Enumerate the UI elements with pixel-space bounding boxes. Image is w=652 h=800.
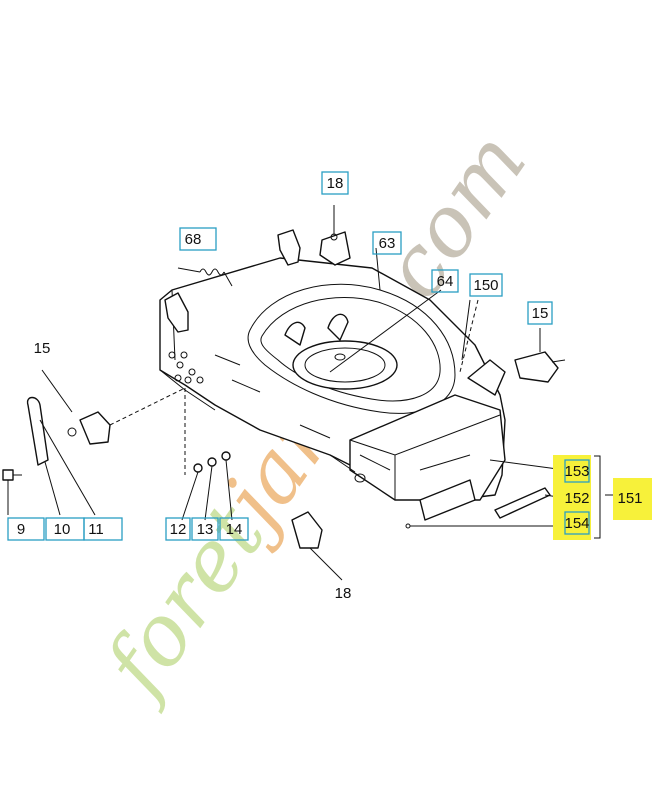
highlight-group-152-154 — [553, 455, 591, 540]
part-18-bottom-bracket — [291, 511, 343, 581]
part-15-left-bracket — [67, 387, 186, 445]
label-11: 11 — [88, 521, 104, 538]
label-18-bottom: 18 — [335, 585, 352, 602]
parts-12-13-14-fasteners — [181, 388, 233, 521]
group-bracket-151 — [594, 455, 601, 539]
part-9-bolt — [2, 469, 22, 515]
part-68-spring — [177, 267, 233, 287]
label-box-150 — [469, 273, 503, 297]
label-15-right: 15 — [532, 305, 549, 322]
part-15-right-bracket — [514, 328, 566, 383]
label-151: 151 — [617, 490, 642, 507]
parts-152-153-154-flap — [405, 459, 566, 529]
part-18-top-bracket — [319, 205, 351, 266]
label-64: 64 — [437, 273, 454, 290]
label-box-11 — [83, 517, 123, 541]
label-box-154 — [564, 511, 590, 535]
label-box-15-right — [527, 301, 553, 325]
label-9: 9 — [17, 521, 25, 538]
part-10-11-wheel-arm — [26, 396, 96, 516]
label-152: 152 — [564, 490, 589, 507]
label-box-64 — [431, 269, 459, 293]
highlight-151 — [613, 478, 652, 520]
label-10: 10 — [54, 521, 71, 538]
label-box-68 — [179, 227, 217, 251]
label-box-63 — [372, 231, 402, 255]
leader-lines — [41, 247, 615, 496]
label-box-18-top — [321, 171, 349, 195]
part-150-height-plate — [459, 299, 506, 396]
label-box-9 — [7, 517, 45, 541]
label-12: 12 — [170, 521, 187, 538]
rear-hinge-brackets — [164, 229, 301, 333]
label-18-top: 18 — [327, 175, 344, 192]
label-15-left: 15 — [34, 340, 51, 357]
label-13: 13 — [197, 521, 214, 538]
label-box-14 — [219, 517, 249, 541]
mower-deck — [159, 257, 506, 501]
label-68: 68 — [185, 231, 202, 248]
label-14: 14 — [226, 521, 243, 538]
label-box-12 — [165, 517, 191, 541]
label-box-13 — [191, 517, 219, 541]
label-154: 154 — [564, 515, 589, 532]
label-box-153 — [564, 459, 590, 483]
label-153: 153 — [564, 463, 589, 480]
label-63: 63 — [379, 235, 396, 252]
label-150: 150 — [473, 277, 498, 294]
